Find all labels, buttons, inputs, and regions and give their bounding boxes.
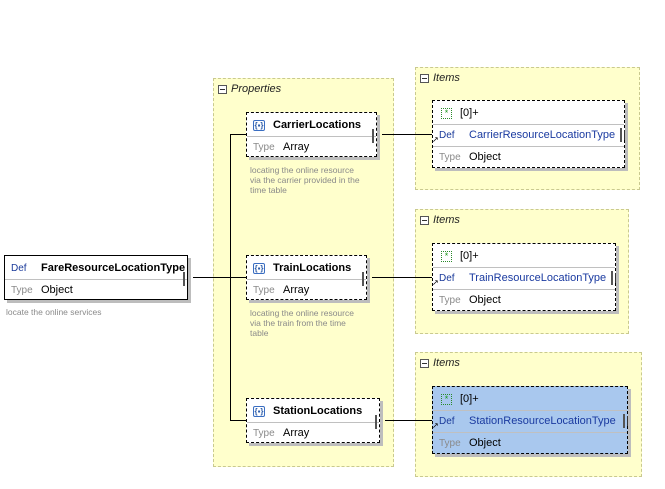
star-icon: * xyxy=(441,107,452,119)
items-group-title: Items xyxy=(433,72,460,84)
properties-group-title: Properties xyxy=(231,83,282,95)
link-arrow-icon: ↗ xyxy=(432,278,439,287)
item-type-value: Object xyxy=(469,294,501,306)
property-type-value: Array xyxy=(283,141,310,153)
link-arrow-icon: ↗ xyxy=(432,135,439,144)
connector-line xyxy=(193,277,230,278)
item-type-value: Object xyxy=(469,437,501,449)
expand-icon[interactable] xyxy=(623,414,625,428)
collapse-icon[interactable] xyxy=(420,215,429,225)
item-box-station[interactable]: * [0]+ Def StationResourceLocationType T… xyxy=(432,386,628,454)
connector-line xyxy=(372,277,432,278)
item-ref-name: CarrierResourceLocationType xyxy=(469,129,616,141)
def-label: Def xyxy=(439,415,455,427)
type-label: Type xyxy=(253,284,275,296)
cardinality: [0]+ xyxy=(460,250,479,262)
property-name: StationLocations xyxy=(273,405,363,417)
def-label: Def xyxy=(439,272,455,284)
items-group-header[interactable]: Items xyxy=(420,72,460,84)
property-box-carrier-locations[interactable]: {▪} CarrierLocations Type Array xyxy=(246,112,377,157)
cardinality: [0]+ xyxy=(460,393,479,405)
collapse-icon[interactable] xyxy=(362,272,364,286)
property-box-train-locations[interactable]: {▪} TrainLocations Type Array xyxy=(246,255,367,300)
root-type-name: FareResourceLocationType xyxy=(41,262,186,274)
collapse-icon[interactable] xyxy=(218,84,227,94)
collapse-icon[interactable] xyxy=(420,358,429,368)
type-label: Type xyxy=(11,284,33,296)
item-ref-name: StationResourceLocationType xyxy=(469,415,616,427)
collapse-icon[interactable] xyxy=(183,272,185,286)
connector-line xyxy=(230,134,247,135)
property-type-value: Array xyxy=(283,427,310,439)
array-icon: {▪} xyxy=(253,119,265,131)
def-label: Def xyxy=(439,129,455,141)
type-label: Type xyxy=(253,141,275,153)
item-box-train[interactable]: * [0]+ Def TrainResourceLocationType Typ… xyxy=(432,243,616,311)
type-label: Type xyxy=(439,437,461,449)
collapse-icon[interactable] xyxy=(420,73,429,83)
collapse-icon[interactable] xyxy=(375,415,377,429)
property-type-value: Array xyxy=(283,284,310,296)
property-description: locating the online resource via the car… xyxy=(250,165,360,195)
property-name: CarrierLocations xyxy=(273,119,362,131)
property-description: locating the online resource via the tra… xyxy=(250,308,354,338)
type-label: Type xyxy=(439,151,461,163)
root-type-value: Object xyxy=(41,284,73,296)
connector-line xyxy=(230,277,247,278)
property-box-station-locations[interactable]: {▪} StationLocations Type Array xyxy=(246,398,380,443)
items-group-title: Items xyxy=(433,214,460,226)
type-label: Type xyxy=(253,427,275,439)
root-description: locate the online services xyxy=(6,307,102,317)
connector-line xyxy=(385,420,432,421)
def-label: Def xyxy=(11,262,27,274)
array-icon: {▪} xyxy=(253,262,265,274)
expand-icon[interactable] xyxy=(611,271,613,285)
link-arrow-icon: ↗ xyxy=(432,421,439,430)
connector-line xyxy=(230,420,247,421)
items-group-title: Items xyxy=(433,357,460,369)
property-name: TrainLocations xyxy=(273,262,352,274)
items-group-header[interactable]: Items xyxy=(420,214,460,226)
star-icon: * xyxy=(441,250,452,262)
root-type-box[interactable]: Def FareResourceLocationType Type Object xyxy=(4,255,188,300)
connector-line xyxy=(382,134,432,135)
item-ref-name: TrainResourceLocationType xyxy=(469,272,607,284)
items-group-header[interactable]: Items xyxy=(420,357,460,369)
item-type-value: Object xyxy=(469,151,501,163)
array-icon: {▪} xyxy=(253,405,265,417)
cardinality: [0]+ xyxy=(460,107,479,119)
collapse-icon[interactable] xyxy=(372,129,374,143)
properties-group-header[interactable]: Properties xyxy=(218,83,281,95)
item-box-carrier[interactable]: * [0]+ Def CarrierResourceLocationType T… xyxy=(432,100,625,168)
star-icon: * xyxy=(441,393,452,405)
type-label: Type xyxy=(439,294,461,306)
expand-icon[interactable] xyxy=(620,128,622,142)
